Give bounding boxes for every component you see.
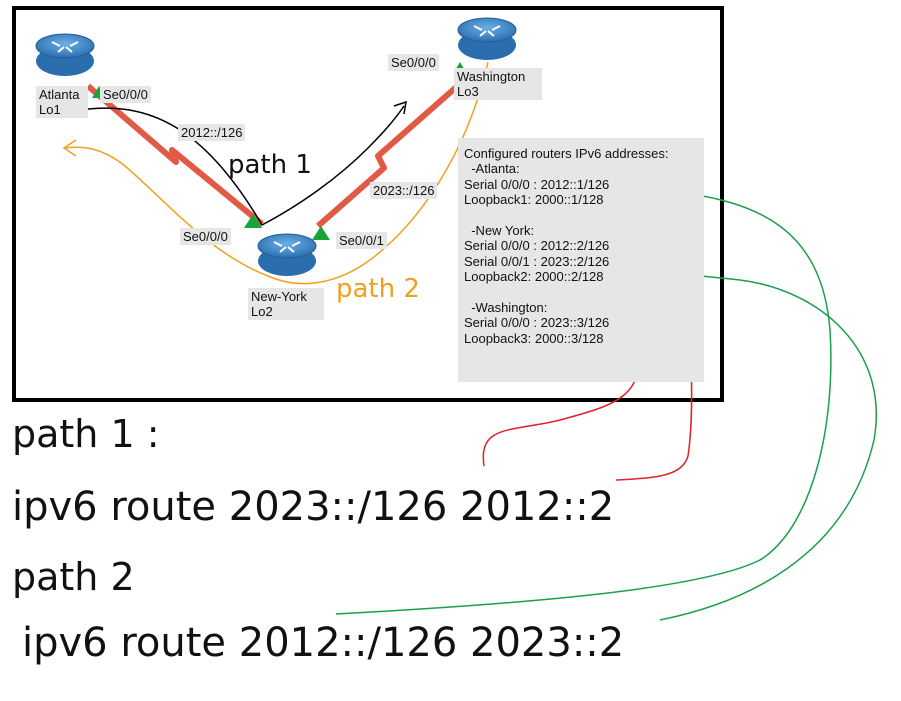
green-arrow-to-atlanta-s000: [335, 189, 832, 615]
newyork-label: New-York Lo2: [248, 288, 324, 320]
atlanta-loopback: Lo1: [39, 102, 61, 117]
newyork-name: New-York: [251, 289, 307, 304]
link-newyork-washington: [316, 79, 464, 229]
address-line: Serial 0/0/1 : 2023::2/126: [464, 253, 610, 269]
address-box: Configured routers IPv6 addresses: -Atla…: [458, 138, 704, 382]
path2-label: path 2: [336, 274, 420, 304]
address-line: -Washington:: [464, 300, 548, 316]
link-label-2023: 2023::/126: [370, 182, 438, 199]
newyork-loopback: Lo2: [251, 304, 273, 319]
address-line: Loopback2: 2000::2/128: [464, 269, 604, 285]
address-line: [458, 208, 704, 223]
port-newyork-se000: [244, 214, 262, 228]
atlanta-label: Atlanta Lo1: [36, 86, 88, 118]
route1-command: ipv6 route 2023::/126 2012::2: [12, 484, 615, 530]
router-icon-newyork[interactable]: [257, 233, 317, 276]
link-atlanta-newyork: [86, 83, 264, 227]
path2-title: path 2: [12, 555, 135, 599]
washington-label: Washington Lo3: [454, 68, 542, 100]
path1-label: path 1: [228, 150, 312, 180]
washington-loopback: Lo3: [457, 84, 479, 99]
washington-interface-label: Se0/0/0: [388, 54, 439, 71]
path1-curve: [79, 105, 405, 226]
router-icon-washington[interactable]: [457, 17, 517, 60]
address-line: Serial 0/0/0 : 2012::2/126: [464, 238, 610, 254]
port-newyork-se001: [312, 226, 330, 240]
address-box-title: Configured routers IPv6 addresses:: [464, 146, 669, 161]
newyork-interface-left-label: Se0/0/0: [180, 228, 231, 245]
address-line: Loopback1: 2000::1/128: [464, 192, 604, 208]
path2-arrowhead: [62, 139, 77, 157]
path1-title: path 1 :: [12, 412, 160, 456]
link-label-2012: 2012::/126: [178, 124, 246, 141]
atlanta-interface-label: Se0/0/0: [100, 86, 151, 103]
path2-curve: [63, 61, 489, 285]
address-line: [458, 285, 704, 300]
address-line: Serial 0/0/0 : 2012::1/126: [464, 176, 610, 192]
address-line: -New York:: [464, 223, 535, 239]
path1-arrowhead: [393, 100, 407, 115]
washington-name: Washington: [457, 69, 526, 84]
address-line: -Atlanta:: [464, 161, 520, 177]
address-line: Serial 0/0/0 : 2023::3/126: [464, 315, 610, 331]
atlanta-name: Atlanta: [39, 87, 80, 102]
router-icon-atlanta[interactable]: [35, 33, 95, 76]
address-line: Loopback3: 2000::3/128: [464, 330, 604, 346]
newyork-interface-right-label: Se0/0/1: [336, 232, 387, 249]
route2-command: ipv6 route 2012::/126 2023::2: [22, 620, 625, 666]
green-arrow-to-newyork-s001: [639, 271, 877, 621]
